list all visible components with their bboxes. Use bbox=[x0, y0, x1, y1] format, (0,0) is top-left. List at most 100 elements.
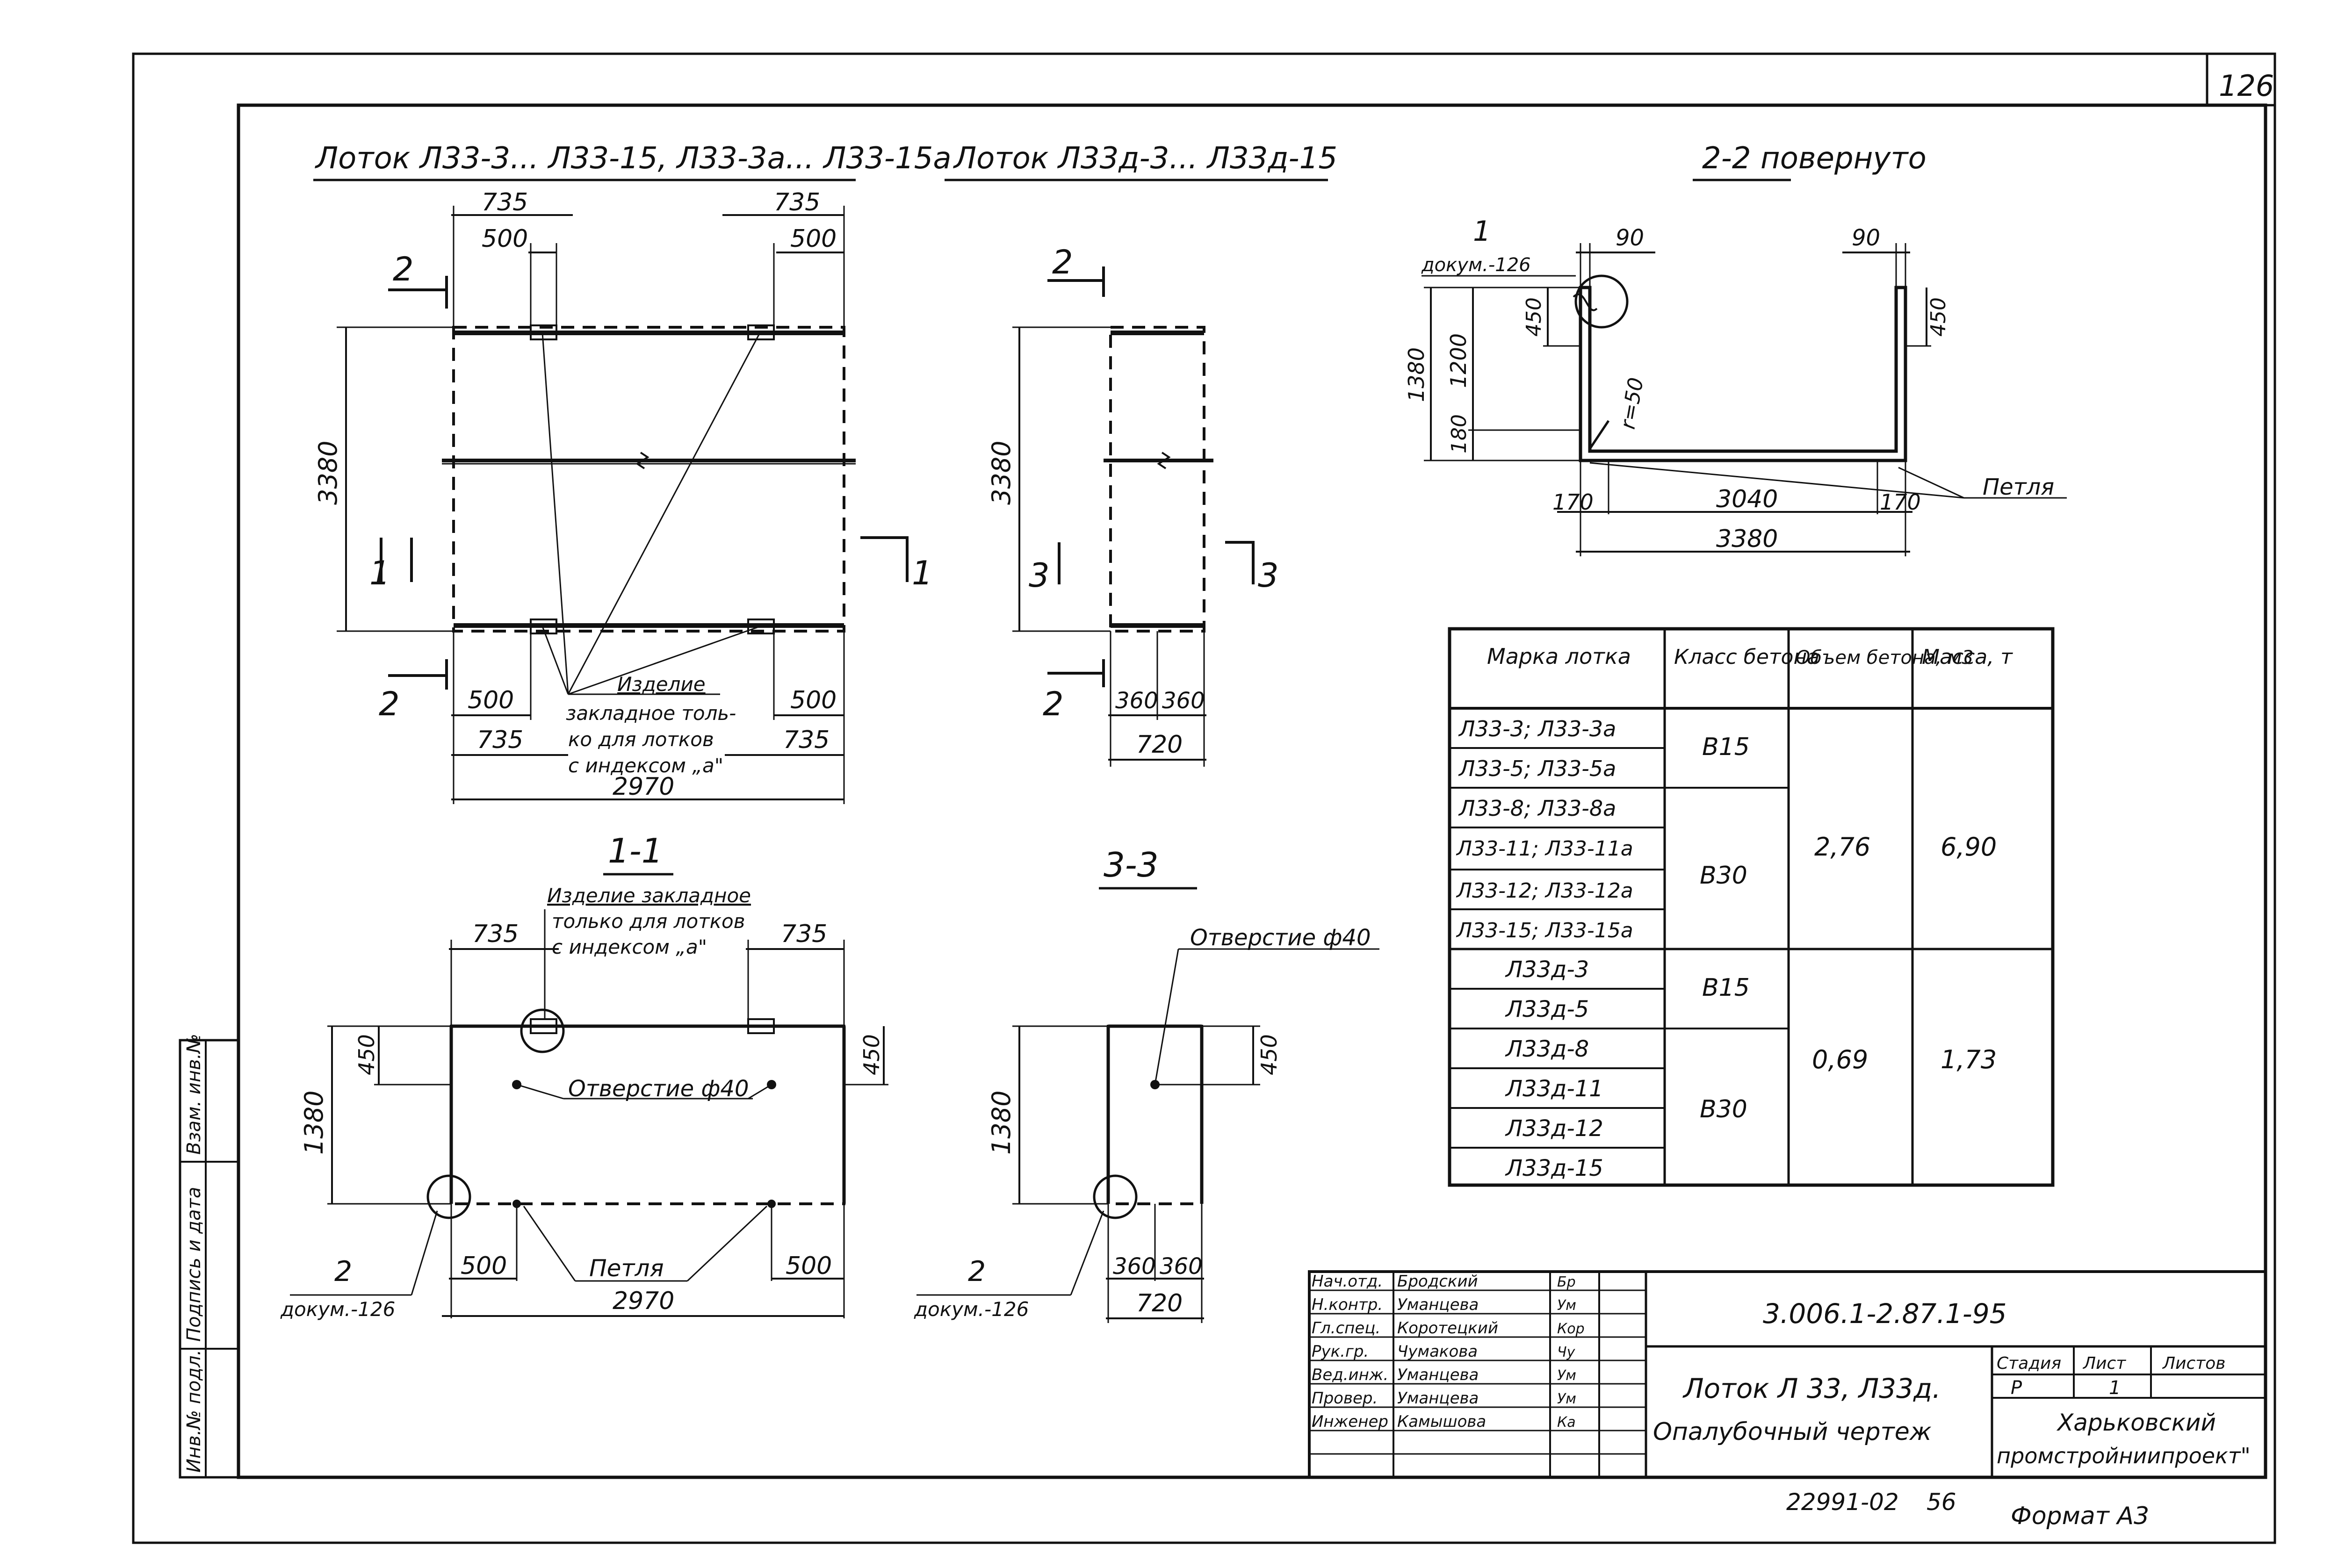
dim-22-1200: 1200 bbox=[1446, 333, 1471, 388]
section-22-callout-no: 1 bbox=[1473, 215, 1491, 248]
spec-header-class: Класс бетона bbox=[1674, 645, 1819, 669]
org-name-2: промстройниипроект" bbox=[1997, 1443, 2251, 1468]
stage-value: Р bbox=[2011, 1377, 2022, 1399]
left-stamp: Взам. инв.№ Подпись и дата Инв.№ подл. bbox=[179, 1034, 240, 1479]
dim-l33-500-bottom-left: 500 bbox=[468, 686, 514, 714]
spec-volume: 2,76 bbox=[1814, 832, 1870, 862]
dim-l33-500-top-left: 500 bbox=[482, 225, 528, 253]
dim-l33d-360-left: 360 bbox=[1115, 688, 1158, 714]
spec-header-mark: Марка лотка bbox=[1487, 644, 1631, 669]
dim-l33-500-top-right: 500 bbox=[790, 225, 837, 253]
plan-l33-title: Лоток Л33-3... Л33-15, Л33-3а... Л33-15а bbox=[315, 141, 952, 176]
dim-11-735-right: 735 bbox=[781, 920, 827, 948]
sig-sign: Ум bbox=[1557, 1367, 1576, 1384]
sig-role: Инженер bbox=[1312, 1412, 1388, 1431]
page-number: 126 bbox=[2219, 69, 2274, 103]
plan-l33d-view: Лоток Л33д-3... Л33д-15 3380 360 360 720… bbox=[945, 141, 1337, 767]
dim-l33-735-top-right: 735 bbox=[774, 188, 820, 216]
spec-class: В30 bbox=[1700, 862, 1747, 890]
spec-mark: Л33-3; Л33-3а bbox=[1458, 716, 1616, 741]
dim-22-450-right: 450 bbox=[1927, 297, 1950, 337]
section-2-2-view: 2-2 повернуто 1 докум.-126 r=50 90 90 45… bbox=[1404, 141, 2067, 556]
spec-mark: Л33д-11 bbox=[1505, 1076, 1603, 1102]
l33d-section-mark-3-left: 3 bbox=[1029, 556, 1050, 595]
section-11-callout-doc: докум.-126 bbox=[280, 1298, 395, 1321]
section-22-loop: Петля bbox=[1983, 474, 2054, 500]
sig-name: Уманцева bbox=[1397, 1366, 1479, 1384]
dim-l33-735-bottom-left: 735 bbox=[477, 726, 523, 754]
section-11-loop: Петля bbox=[589, 1255, 664, 1282]
l33-section-mark-2-bottom: 2 bbox=[379, 685, 400, 723]
section-22-title: 2-2 повернуто bbox=[1702, 141, 1927, 176]
dim-l33d-720: 720 bbox=[1136, 731, 1183, 759]
stamp-vzam: Взам. инв.№ bbox=[183, 1034, 205, 1155]
plan-l33d-body bbox=[1109, 326, 1205, 633]
spec-mark: Л33-8; Л33-8а bbox=[1458, 796, 1616, 821]
dim-l33-735-top-left: 735 bbox=[482, 188, 528, 216]
spec-mass: 6,90 bbox=[1941, 832, 1997, 862]
sig-sign: Чу bbox=[1557, 1344, 1576, 1360]
dim-33-450: 450 bbox=[1256, 1034, 1282, 1075]
section-33-hole: Отверстие ф40 bbox=[1190, 925, 1371, 951]
section-3-3-view: 3-3 Отверстие ф40 1380 450 360 360 720 2… bbox=[914, 845, 1379, 1323]
u-profile bbox=[1579, 286, 1907, 462]
l33d-section-mark-2-top: 2 bbox=[1052, 243, 1073, 281]
sig-sign: Ум bbox=[1557, 1391, 1576, 1407]
spec-header-volume: Объем бетона, м3 bbox=[1796, 647, 1974, 669]
spec-volume: 0,69 bbox=[1812, 1045, 1868, 1074]
sig-role: Гл.спец. bbox=[1312, 1319, 1380, 1338]
section-1-1-view: 1-1 Изделие закладное только для лотков … bbox=[280, 831, 888, 1321]
dim-22-170-left: 170 bbox=[1552, 489, 1594, 515]
spec-header-mass: Масса, т bbox=[1922, 645, 2013, 669]
dim-33-360-left: 360 bbox=[1113, 1253, 1156, 1280]
section-33-title: 3-3 bbox=[1104, 845, 1159, 885]
sig-name: Бродский bbox=[1397, 1272, 1478, 1291]
sig-name: Коротецкий bbox=[1397, 1319, 1498, 1338]
dim-33-360-right: 360 bbox=[1160, 1253, 1203, 1280]
dim-l33-3380: 3380 bbox=[313, 441, 343, 505]
dim-11-735-left: 735 bbox=[472, 920, 519, 948]
section-33-callout-doc: докум.-126 bbox=[914, 1298, 1029, 1321]
section-11-callout-no: 2 bbox=[334, 1255, 352, 1288]
spec-mark: Л33д-3 bbox=[1505, 957, 1589, 983]
sheets-header: Листов bbox=[2162, 1354, 2225, 1373]
spec-class: В30 bbox=[1700, 1095, 1747, 1123]
spec-mark: Л33-11; Л33-11а bbox=[1456, 837, 1633, 861]
dim-22-1380: 1380 bbox=[1404, 347, 1429, 402]
l33-note-line4: с индексом „а" bbox=[568, 754, 723, 777]
section-11-body bbox=[450, 1025, 845, 1205]
section-11-note-line3: с индексом „а" bbox=[552, 935, 707, 958]
archive-page: 56 bbox=[1927, 1489, 1956, 1516]
archive-number: 22991-02 bbox=[1786, 1489, 1899, 1516]
sig-sign: Ка bbox=[1557, 1414, 1576, 1431]
spec-mark: Л33-5; Л33-5а bbox=[1458, 756, 1616, 781]
outer-frame bbox=[132, 52, 2276, 1544]
sig-role: Н.контр. bbox=[1312, 1295, 1383, 1314]
l33-section-mark-1-right: 1 bbox=[912, 554, 933, 592]
spec-mark: Л33д-12 bbox=[1505, 1115, 1603, 1142]
l33d-section-mark-3-right: 3 bbox=[1258, 556, 1279, 595]
spec-mark: Л33д-8 bbox=[1505, 1036, 1589, 1062]
drawing-title-1: Лоток Л 33, Л33д. bbox=[1682, 1373, 1941, 1404]
dim-11-450-left: 450 bbox=[354, 1034, 379, 1075]
l33-note-line3: ко для лотков bbox=[568, 728, 714, 751]
inner-frame bbox=[237, 103, 2267, 1479]
dim-l33d-360-right: 360 bbox=[1162, 688, 1205, 714]
dim-l33-2970: 2970 bbox=[613, 773, 674, 801]
l33d-section-mark-2-bottom: 2 bbox=[1043, 685, 1064, 723]
dim-11-2970: 2970 bbox=[613, 1287, 674, 1315]
dim-11-500-left: 500 bbox=[461, 1252, 507, 1280]
section-11-title: 1-1 bbox=[608, 831, 663, 870]
sig-sign: Бр bbox=[1557, 1274, 1576, 1290]
dim-22-90-right: 90 bbox=[1852, 225, 1880, 251]
sig-role: Нач.отд. bbox=[1312, 1272, 1383, 1291]
sig-role: Рук.гр. bbox=[1312, 1342, 1369, 1361]
sig-role: Вед.инж. bbox=[1312, 1366, 1388, 1384]
spec-class: В15 bbox=[1702, 974, 1750, 1002]
title-block: Нач.отд. Бродский Бр Н.контр. Уманцева У… bbox=[1308, 1270, 2267, 1479]
spec-mark: Л33д-5 bbox=[1505, 996, 1589, 1022]
spec-mark: Л33д-15 bbox=[1505, 1155, 1603, 1181]
l33-section-mark-1-left: 1 bbox=[369, 554, 390, 592]
stamp-podpis: Подпись и дата bbox=[183, 1187, 205, 1342]
section-22-callout-doc: докум.-126 bbox=[1421, 254, 1531, 276]
